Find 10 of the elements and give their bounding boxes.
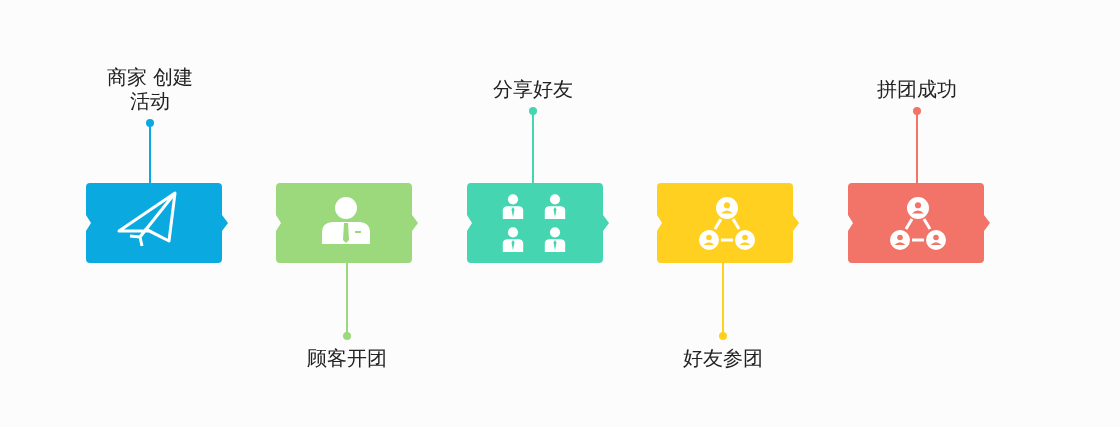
- step-label: 分享好友: [488, 77, 578, 101]
- leader-line: [913, 107, 921, 184]
- step-label: 顾客开团: [302, 346, 392, 370]
- leader-line: [146, 119, 154, 184]
- leader-line: [719, 262, 727, 340]
- step-label: 好友参团: [678, 346, 768, 370]
- leader-line: [343, 262, 351, 340]
- step-label: 拼团成功: [872, 77, 962, 101]
- step-label: 商家 创建活动: [102, 65, 198, 113]
- leader-line: [529, 107, 537, 184]
